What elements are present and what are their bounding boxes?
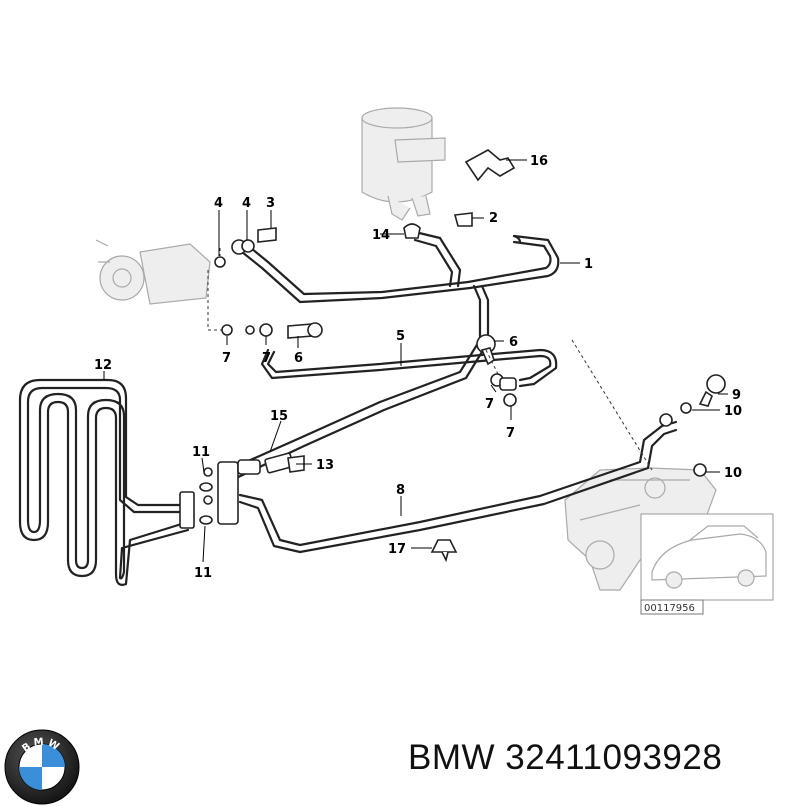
line-5	[260, 348, 558, 388]
callout-6a: 6	[294, 351, 303, 366]
bmw-logo-icon: BMW	[4, 729, 80, 805]
hose-1	[240, 234, 560, 304]
callout-12: 12	[94, 358, 112, 373]
callout-1: 1	[584, 257, 593, 272]
callout-7d: 7	[506, 426, 515, 441]
vehicle-inset: 00117956	[640, 513, 774, 615]
callout-8: 8	[396, 483, 405, 498]
pump-ghost	[95, 239, 211, 305]
callout-7a: 7	[222, 351, 231, 366]
callout-7b: 7	[262, 351, 271, 366]
line-8	[238, 420, 678, 554]
brand-part-number: BMW 32411093928	[408, 738, 722, 778]
cooler-coil	[18, 378, 190, 586]
fittings	[179, 149, 726, 563]
callout-labels: 1 2 3 4 4 5 6 6 7 7 7 7 8 9 10 10 11 11 …	[94, 154, 742, 581]
parts-diagram: 1 2 3 4 4 5 6 6 7 7 7 7 8 9 10 10 11 11 …	[18, 107, 774, 615]
callout-13: 13	[316, 458, 334, 473]
callout-6b: 6	[509, 335, 518, 350]
callout-4a: 4	[214, 196, 223, 211]
callout-16: 16	[530, 154, 548, 169]
brand-name: BMW	[408, 738, 496, 777]
inset-code: 00117956	[644, 603, 695, 614]
callout-10a: 10	[724, 404, 742, 419]
callout-10b: 10	[724, 466, 742, 481]
part-number: 32411093928	[505, 738, 723, 777]
line-15	[226, 284, 490, 482]
callout-11b: 11	[194, 566, 212, 581]
callout-9: 9	[732, 388, 741, 403]
assembly-lines	[207, 248, 653, 471]
callout-17: 17	[388, 542, 406, 557]
reservoir-ghost	[361, 107, 446, 221]
callout-11a: 11	[192, 445, 210, 460]
hose-14	[413, 230, 462, 288]
callout-7c: 7	[485, 397, 494, 412]
callout-4b: 4	[242, 196, 251, 211]
callout-2: 2	[489, 211, 498, 226]
callout-14: 14	[372, 228, 390, 243]
callout-15: 15	[270, 409, 288, 424]
callout-5: 5	[396, 329, 405, 344]
leader-lines	[103, 159, 728, 563]
callout-3: 3	[266, 196, 275, 211]
